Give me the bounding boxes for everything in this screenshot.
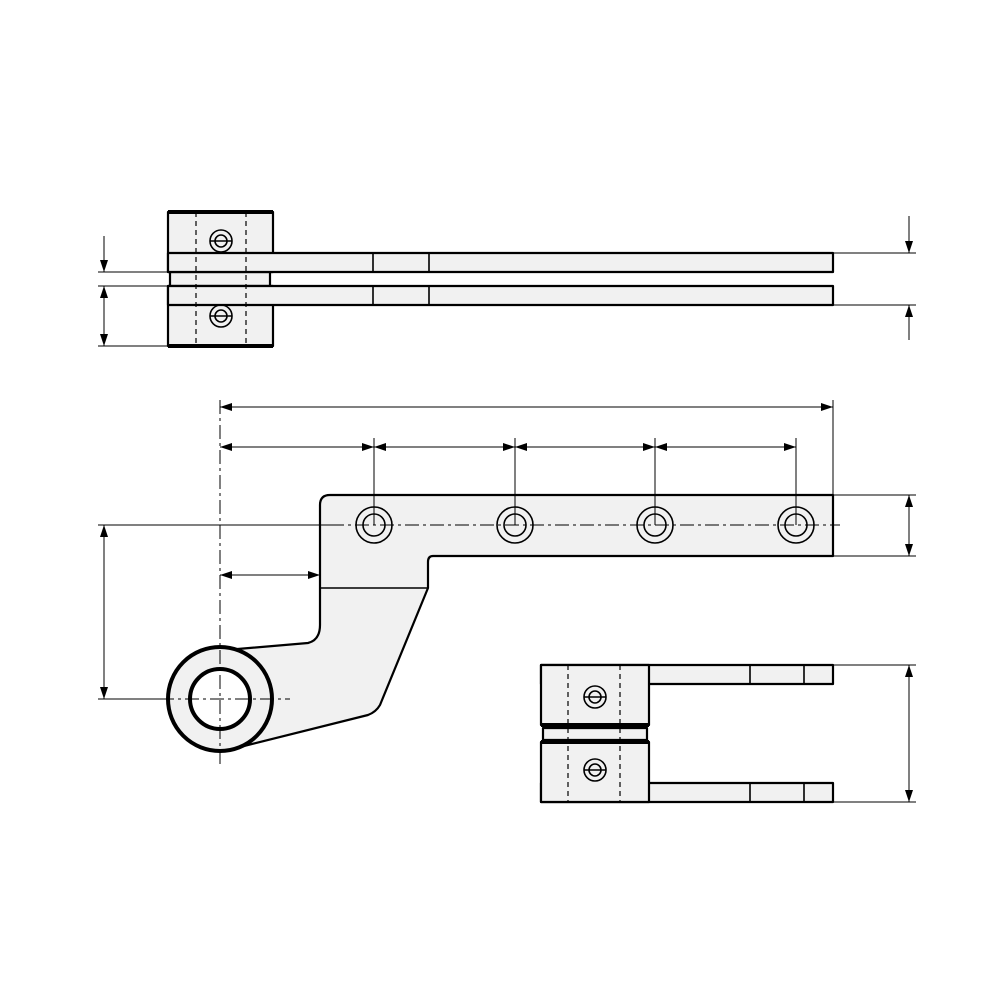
side-view-hinge-gap (541, 726, 649, 742)
top-view-upper-arm (166, 251, 835, 274)
side-view-lower-block (539, 740, 651, 804)
side-view-upper-block (539, 663, 651, 727)
front-view (98, 400, 916, 765)
top-view-hinge-gap (168, 270, 272, 288)
side-view-upper-screw-icon (583, 685, 607, 709)
side-view-lower-screw-icon (583, 758, 607, 782)
top-view-lower-arm (166, 284, 835, 307)
top-view-lower-screw-icon (209, 304, 233, 328)
top-view-upper-screw-icon (209, 229, 233, 253)
side-view (539, 663, 916, 804)
front-view-lever-body (224, 493, 835, 750)
top-view (98, 210, 916, 348)
